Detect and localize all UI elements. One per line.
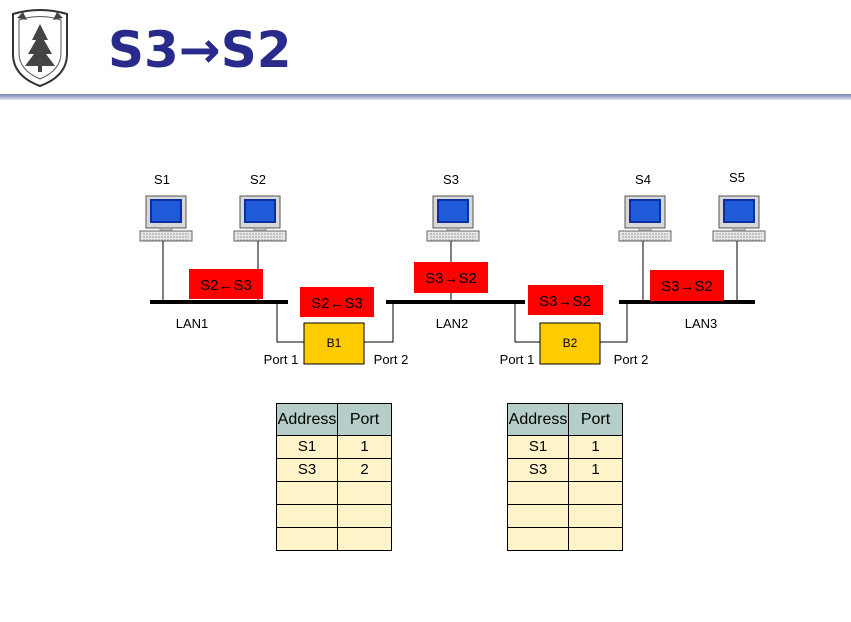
lan1-label: LAN1 [176,316,209,331]
port-cell [337,481,392,505]
address-header: Address [276,403,338,436]
title-divider [0,94,851,100]
table-row [507,527,623,551]
frame-box [300,287,374,317]
table-row [276,527,392,551]
station-label: S1 [154,172,170,187]
bridge-label: B2 [563,336,578,350]
slide-title: S3→S2 [108,21,292,79]
address-cell: S3 [276,458,338,482]
bridge-box [303,322,365,365]
address-cell: S1 [507,435,569,459]
address-cell: S3 [507,458,569,482]
table-row: S3 2 [276,458,392,482]
frame-label: S3→S2 [661,278,713,295]
bridge-b1: B1 Port 1 Port 2 [264,322,409,367]
table-header-row: Address Port [507,403,623,436]
port-cell: 1 [568,458,623,482]
station-s5: S5 [712,170,766,302]
address-header: Address [507,403,569,436]
computer-icon [712,195,766,242]
port-cell: 1 [337,435,392,459]
port-cell [568,481,623,505]
b2-forwarding-table: Address Port S1 1 S3 1 [507,403,623,551]
port-cell [568,504,623,528]
port-cell [568,527,623,551]
station-label: S2 [250,172,266,187]
address-cell [507,527,569,551]
frame-label: S3→S2 [425,270,477,287]
table-row: S3 1 [507,458,623,482]
port2-label: Port 2 [614,352,649,367]
address-cell [276,481,338,505]
bridge-label: B1 [327,336,342,350]
frame-label: S3→S2 [539,293,591,310]
station-s4: S4 [618,172,672,302]
station-label: S4 [635,172,651,187]
port1-label: Port 1 [500,352,535,367]
port-header: Port [337,403,392,436]
b2-port2-link [600,302,628,343]
address-cell [507,481,569,505]
computer-icon [618,195,672,242]
port-header: Port [568,403,623,436]
port-cell [337,504,392,528]
university-logo [7,8,73,88]
port1-label: Port 1 [264,352,299,367]
frame-box [414,262,488,293]
b1-forwarding-table: Address Port S1 1 S3 2 [276,403,392,551]
station-label: S5 [729,170,745,185]
address-cell [276,504,338,528]
frame-box [650,270,724,301]
frame-lan1: S2←S3 [189,269,263,299]
b2-port1-link [514,302,540,343]
frame-lan3: S3→S2 [650,270,724,301]
lan2-label: LAN2 [436,316,469,331]
computer-icon [139,195,193,242]
station-label: S3 [443,172,459,187]
table-header-row: Address Port [276,403,392,436]
port-cell [337,527,392,551]
address-cell: S1 [276,435,338,459]
frame-label: S2←S3 [311,295,363,312]
table-row: S1 1 [276,435,392,459]
computer-icon [426,195,480,242]
table-row [507,481,623,505]
port-cell: 2 [337,458,392,482]
table-row [507,504,623,528]
frame-box [189,269,263,299]
bridge-box [539,322,601,365]
station-s1: S1 [139,172,193,302]
table-row [276,504,392,528]
port-cell: 1 [568,435,623,459]
address-cell [507,504,569,528]
frame-b1: S2←S3 [300,287,374,317]
frame-b2: S3→S2 [528,285,603,315]
address-cell [276,527,338,551]
computer-icon [233,195,287,242]
frame-label: S2←S3 [200,277,252,294]
b1-port2-link [364,302,394,343]
table-row [276,481,392,505]
frame-lan2: S3→S2 [414,262,488,293]
bridge-b2: B2 Port 1 Port 2 [500,322,649,367]
port2-label: Port 2 [374,352,409,367]
lan3-label: LAN3 [685,316,718,331]
b1-port1-link [276,302,304,343]
frame-box [528,285,603,315]
table-row: S1 1 [507,435,623,459]
